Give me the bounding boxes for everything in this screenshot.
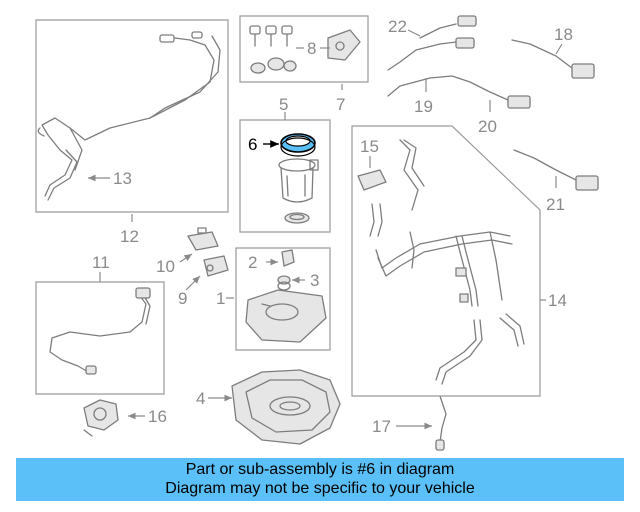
callout-3: 3 xyxy=(310,271,319,290)
group-box-5: 5 6 xyxy=(239,95,331,233)
group-part-4: 4 xyxy=(196,369,341,445)
callout-8: 8 xyxy=(307,39,316,58)
group-box-12: 12 13 xyxy=(35,19,229,246)
group-sensors-18-22: 22 19 18 20 21 xyxy=(387,15,599,214)
group-connectors-9-10: 10 9 xyxy=(156,227,229,308)
group-box-7: 8 7 xyxy=(239,15,369,114)
callout-12: 12 xyxy=(120,227,139,246)
callout-4: 4 xyxy=(196,389,205,408)
callout-1: 1 xyxy=(216,289,225,308)
group-box-14: 14 15 xyxy=(351,125,567,397)
group-box-11: 11 xyxy=(35,253,165,395)
part-6-lock-ring[interactable] xyxy=(280,133,316,157)
callout-2: 2 xyxy=(248,253,257,272)
group-part-16: 16 xyxy=(83,399,167,437)
callout-13: 13 xyxy=(113,169,132,188)
callout-15: 15 xyxy=(360,137,379,156)
callout-20: 20 xyxy=(478,117,497,136)
callout-9: 9 xyxy=(178,289,187,308)
callout-19: 19 xyxy=(414,97,433,116)
callout-21: 21 xyxy=(546,195,565,214)
info-banner: Part or sub-assembly is #6 in diagram Di… xyxy=(16,458,624,501)
parts-diagram: 12 13 8 7 5 6 xyxy=(35,15,599,451)
callout-7: 7 xyxy=(336,95,345,114)
banner-line-2: Diagram may not be specific to your vehi… xyxy=(165,480,475,497)
callout-16: 16 xyxy=(148,407,167,426)
callout-11: 11 xyxy=(92,253,110,272)
callout-5: 5 xyxy=(279,95,288,114)
callout-18: 18 xyxy=(554,25,573,44)
callout-22: 22 xyxy=(388,17,407,36)
callout-10: 10 xyxy=(156,257,175,276)
banner-line-1: Part or sub-assembly is #6 in diagram xyxy=(185,461,455,478)
callout-17: 17 xyxy=(372,417,391,436)
group-part-17: 17 xyxy=(372,395,447,451)
callout-6: 6 xyxy=(248,135,257,154)
callout-14: 14 xyxy=(548,291,567,310)
group-box-1: 2 3 1 xyxy=(216,247,331,351)
